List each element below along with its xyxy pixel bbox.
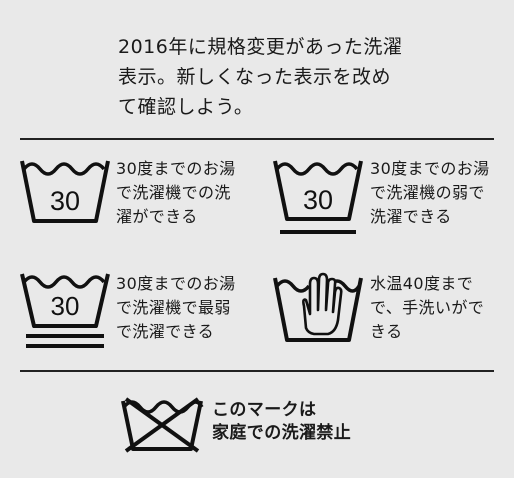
wash-tub-30-gentle-icon: 30	[273, 160, 363, 234]
care-item-do-not-wash: このマークは 家庭での洗濯禁止	[120, 395, 351, 459]
do-not-wash-icon	[121, 397, 204, 453]
bottom-divider	[20, 370, 494, 372]
wash-temp-label: 30	[303, 185, 333, 215]
hand-wash-icon	[273, 272, 363, 342]
wash-temp-label: 30	[50, 186, 80, 216]
wash-tub-30-icon: 30	[20, 160, 110, 223]
intro-text: 2016年に規格変更があった洗濯 表示。新しくなった表示を改め て確認しよう。	[118, 32, 418, 122]
care-item-text: 30度までのお湯 で洗濯機での洗 濯ができる	[116, 159, 236, 226]
intro-line: 表示。新しくなった表示を改め	[118, 66, 392, 88]
care-item-text: 30度までのお湯 で洗濯機の弱で 洗濯できる	[370, 159, 490, 226]
intro-line: 2016年に規格変更があった洗濯	[118, 36, 403, 58]
care-item-text: このマークは 家庭での洗濯禁止	[212, 400, 352, 443]
top-divider	[20, 138, 494, 140]
wash-temp-label: 30	[51, 291, 80, 321]
care-item-text: 30度までのお湯 で洗濯機で最弱 で洗濯できる	[116, 274, 236, 341]
care-item-text: 水温40度まで で、手洗いがで きる	[370, 274, 485, 341]
intro-line: て確認しよう。	[118, 96, 254, 118]
wash-tub-30-very-gentle-icon: 30	[20, 273, 110, 348]
